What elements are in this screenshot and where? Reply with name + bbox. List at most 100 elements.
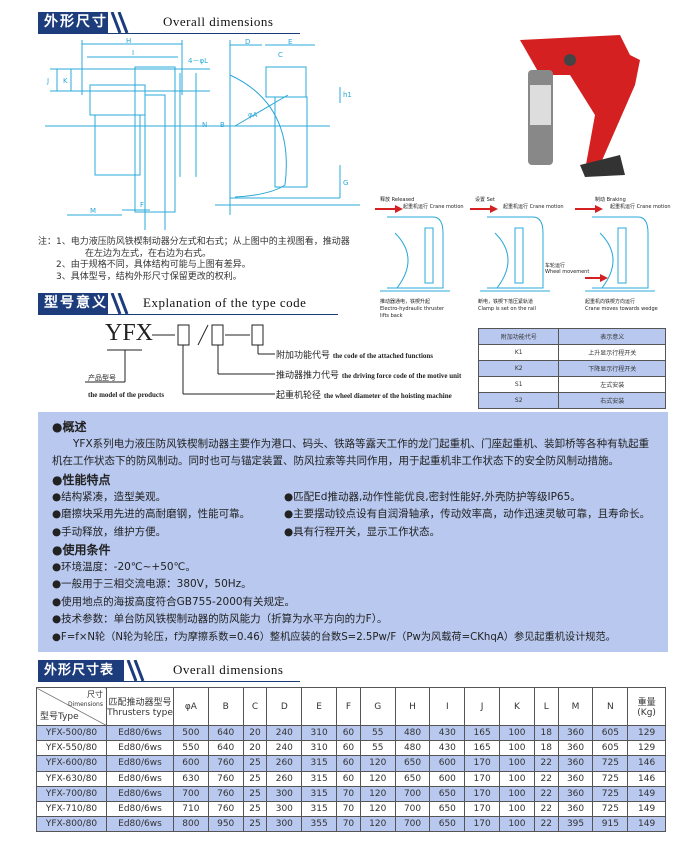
table-cell: 300: [266, 800, 303, 818]
table-cell: 760: [207, 785, 244, 802]
dim-label-g: G: [343, 179, 348, 187]
type-code: YFX: [105, 320, 154, 346]
table-cell: 650: [429, 816, 466, 833]
dim-label-c: C: [278, 51, 283, 59]
table-cell: 170: [464, 770, 501, 787]
dim-label-f: F: [140, 201, 144, 209]
table-cell: Ed80/6ws: [106, 785, 174, 802]
table-cell: 170: [464, 800, 501, 818]
notes: 注：1、电力液压防风铁楔制动器分左式和右式；从上图中的主视图看，推动器 在左边为…: [38, 237, 350, 282]
col-header: N: [592, 687, 629, 726]
table-cell: YFX-630/80: [36, 770, 107, 787]
table-cell: 22: [533, 770, 559, 787]
table-cell: 605: [592, 724, 629, 742]
table-cell: 640: [207, 724, 244, 742]
table-cell: 430: [429, 724, 466, 742]
motion-diagrams: 释放 Released 起重机运行 Crane motion 设置 Set 起重…: [375, 195, 671, 320]
table-cell: 146: [627, 755, 666, 772]
table-cell: 240: [266, 724, 303, 742]
table-cell: 22: [533, 785, 559, 802]
col-header: I: [429, 687, 466, 726]
table-cell: 120: [359, 816, 396, 833]
dimension-drawing: H I 4－φL J K N B φA M F D E C h1 G: [45, 37, 360, 230]
table-cell: 760: [207, 755, 244, 772]
table-cell: 650: [429, 785, 466, 802]
table-cell: 260: [266, 755, 303, 772]
table-cell: 22: [533, 755, 559, 772]
table-cell: 146: [627, 770, 666, 787]
table-cell: 480: [394, 740, 431, 757]
table-cell: 300: [266, 785, 303, 802]
motion-sketches: [375, 205, 655, 292]
col-header: L: [533, 687, 559, 726]
table-cell: 55: [359, 740, 396, 757]
table-cell: 315: [301, 755, 338, 772]
table-cell: 355: [301, 816, 338, 833]
dim-label-k: K: [63, 77, 68, 85]
table-cell: 650: [429, 800, 466, 818]
table-cell: 240: [266, 740, 303, 757]
red-arrow-icon: [375, 205, 608, 282]
dim-label-n: N: [202, 121, 207, 129]
table-cell: 165: [464, 724, 501, 742]
slash-decoration-icon: [110, 12, 129, 33]
table-cell: 725: [592, 770, 629, 787]
table-cell: 700: [394, 785, 431, 802]
table-cell: 915: [592, 816, 629, 833]
dim-label-e: E: [288, 38, 292, 46]
table-cell: YFX-550/80: [36, 740, 107, 757]
table-cell: YFX-500/80: [36, 724, 107, 742]
table-cell: 149: [627, 800, 666, 818]
col-header: D: [266, 687, 303, 726]
table-cell: 650: [394, 770, 431, 787]
table-cell: 360: [557, 800, 594, 818]
col-header: φA: [173, 687, 209, 726]
table-cell: 700: [394, 816, 431, 833]
dim-label-h1: h1: [343, 91, 352, 99]
table-cell: 100: [499, 770, 535, 787]
dim-label-i: I: [132, 49, 134, 57]
info-box: ●概述 YFX系列电力液压防风铁楔制动器主要作为港口、码头、铁路等露天工作的龙门…: [38, 412, 668, 652]
table-cell: 165: [464, 740, 501, 757]
table-cell: 605: [592, 740, 629, 757]
table-cell: 360: [557, 740, 594, 757]
table-cell: 25: [242, 800, 268, 818]
table-cell: 120: [359, 755, 396, 772]
table-cell: 25: [242, 816, 268, 833]
table-cell: 710: [173, 800, 209, 818]
table-cell: 170: [464, 785, 501, 802]
table-cell: 170: [464, 816, 501, 833]
table-cell: 25: [242, 770, 268, 787]
dim-label-4l: 4－φL: [188, 57, 208, 65]
table-cell: YFX-700/80: [36, 785, 107, 802]
table-cell: 60: [336, 755, 361, 772]
table-cell: 100: [499, 724, 535, 742]
table-cell: 600: [429, 770, 466, 787]
dim-label-m: M: [90, 207, 96, 215]
table-cell: 310: [301, 724, 338, 742]
table-cell: 395: [557, 816, 594, 833]
table-cell: 149: [627, 785, 666, 802]
dim-label-a: φA: [248, 111, 258, 119]
col-header: G: [359, 687, 396, 726]
table-cell: 315: [301, 770, 338, 787]
table-cell: 315: [301, 800, 338, 818]
col-header: F: [336, 687, 361, 726]
table-cell: 149: [627, 816, 666, 833]
table-cell: 700: [173, 785, 209, 802]
table-cell: 950: [207, 816, 244, 833]
table-cell: 725: [592, 800, 629, 818]
table-cell: 60: [336, 740, 361, 757]
table-cell: 260: [266, 770, 303, 787]
table-cell: 430: [429, 740, 466, 757]
dim-label-b: B: [220, 121, 225, 129]
table-cell: 100: [499, 816, 535, 833]
table-cell: Ed80/6ws: [106, 724, 174, 742]
table-cell: 129: [627, 740, 666, 757]
